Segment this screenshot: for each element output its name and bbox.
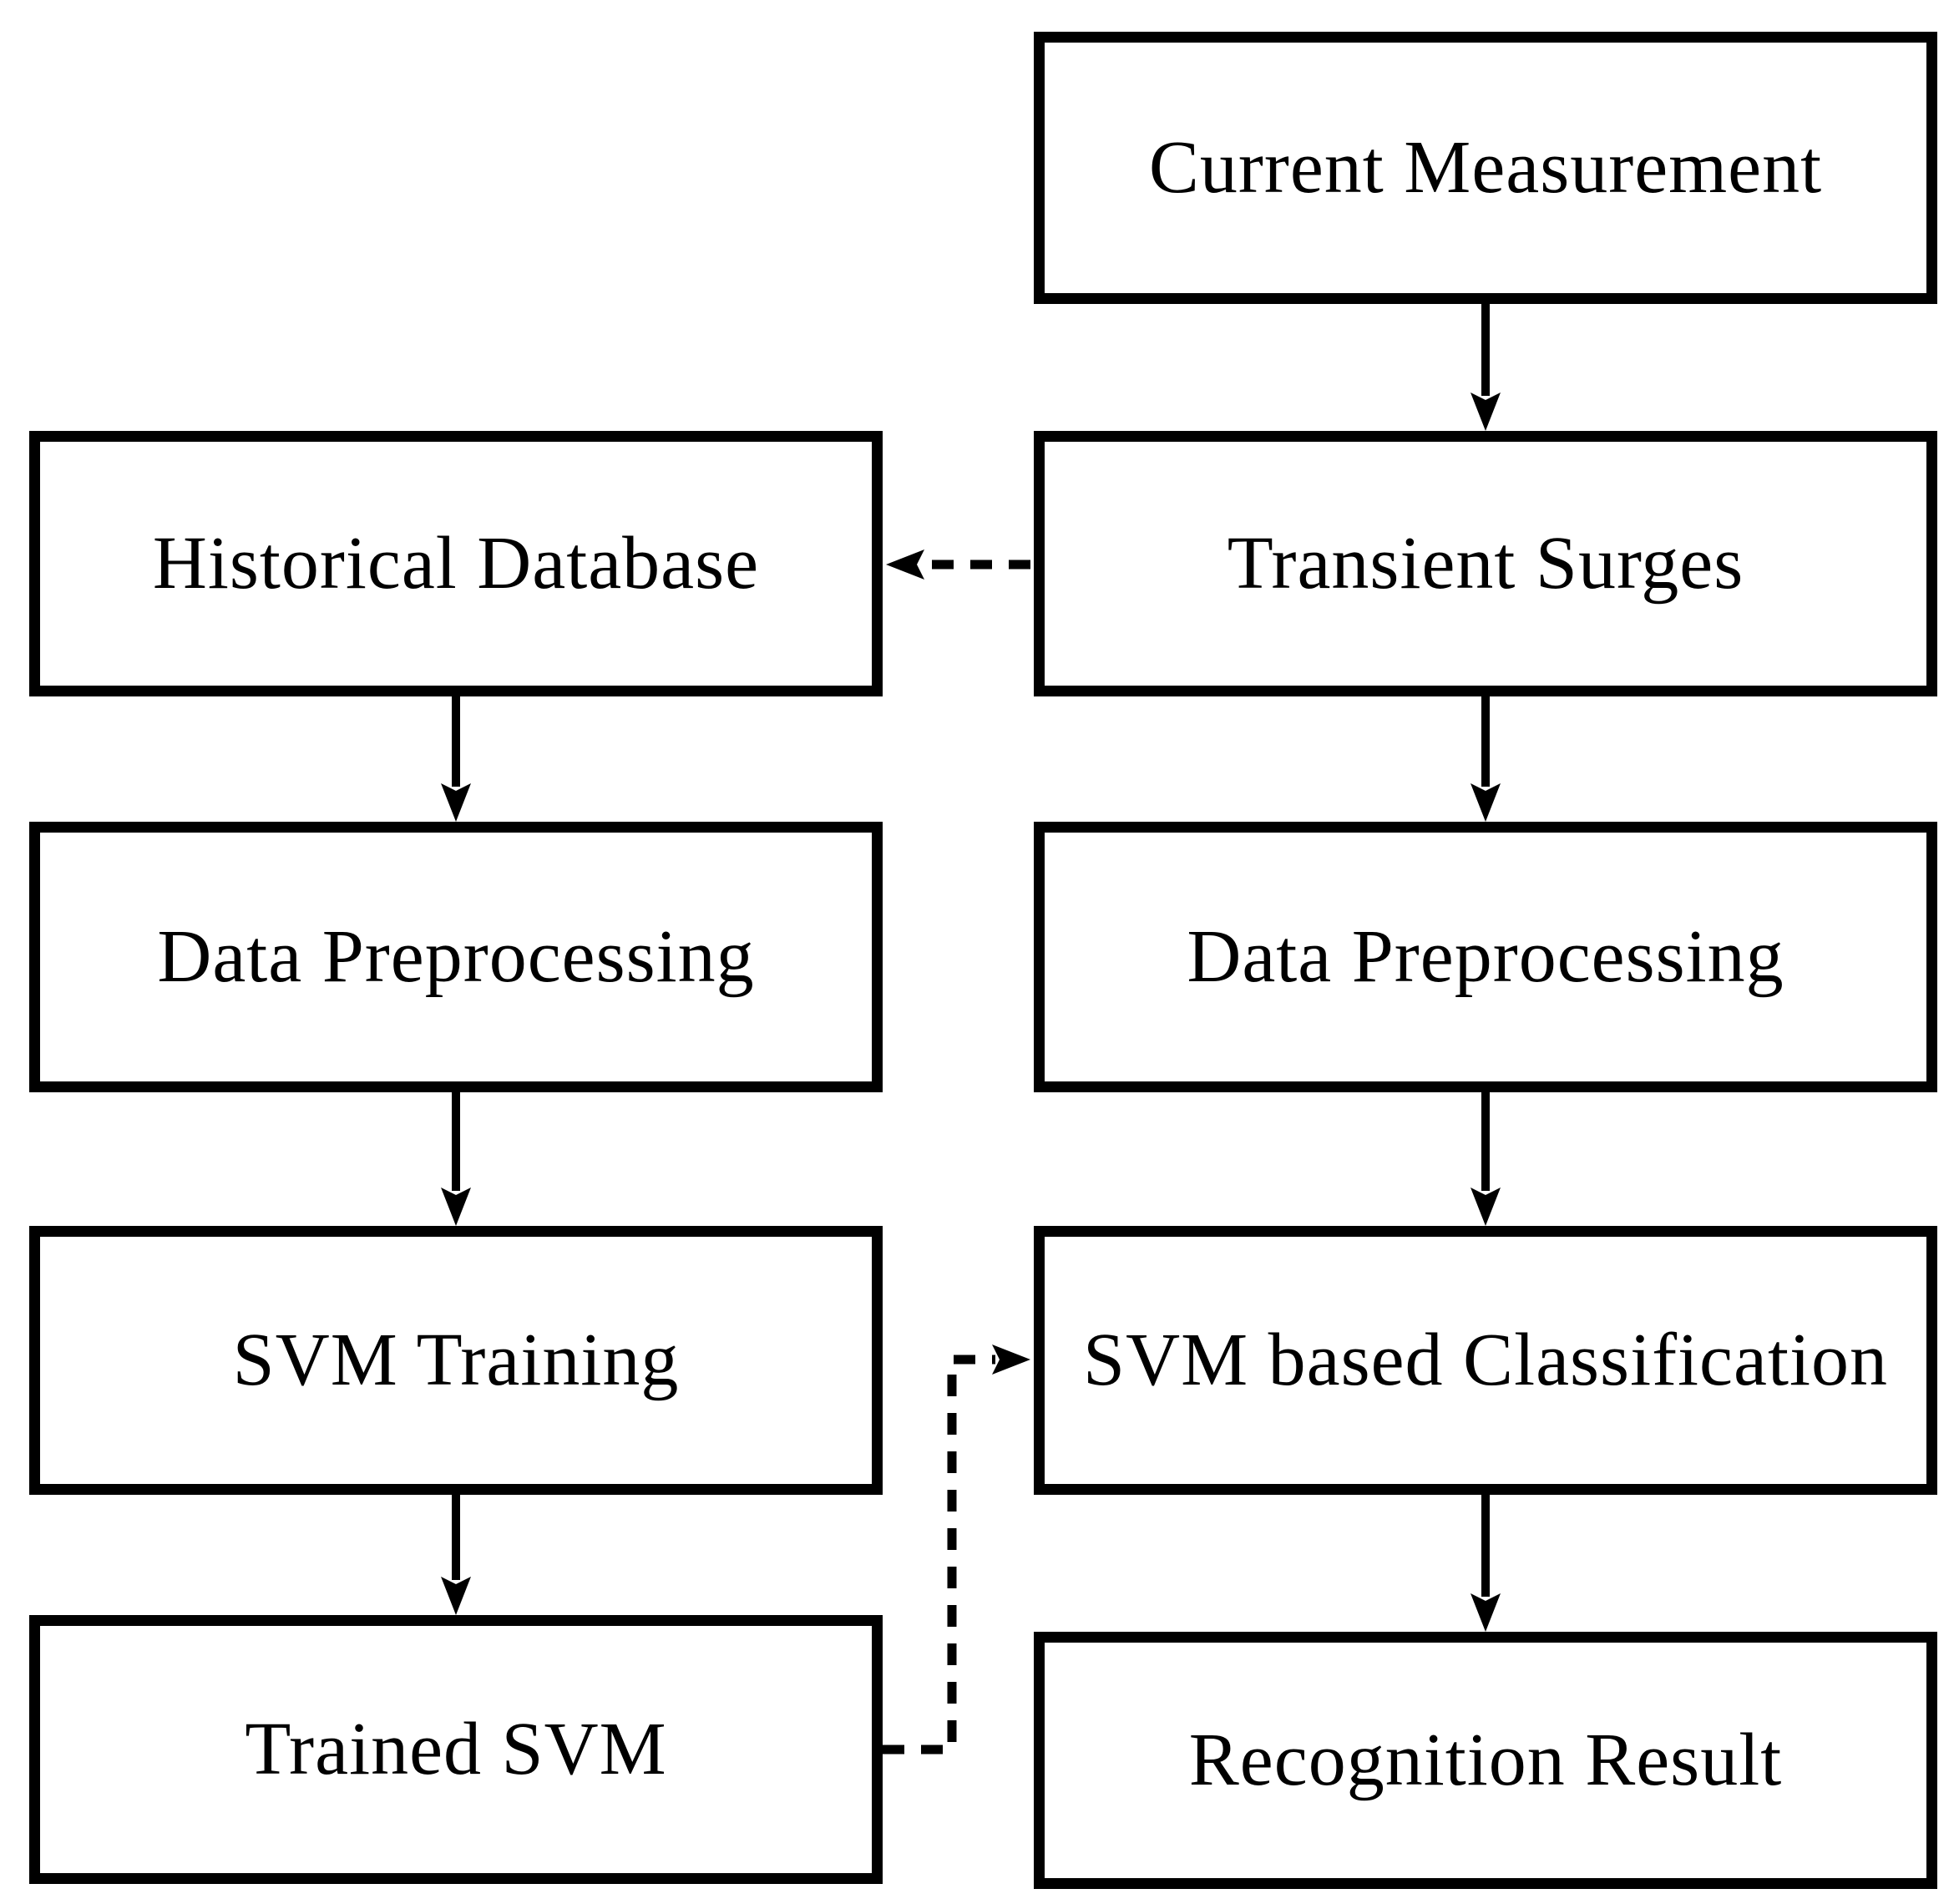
- node-label: SVM based Classification: [1083, 1319, 1888, 1401]
- dashed-arrow-trained-to-classify: [883, 1344, 1030, 1755]
- node-current-measurement: Current Measurement: [1034, 32, 1937, 304]
- node-trained-svm: Trained SVM: [29, 1615, 883, 1884]
- node-label: Data Preprocessing: [1187, 915, 1784, 998]
- node-label: Transient Surges: [1227, 522, 1744, 605]
- node-label: Data Preprocessing: [157, 915, 755, 998]
- node-recognition-result: Recognition Result: [1034, 1632, 1937, 1889]
- node-label: Historical Database: [152, 522, 760, 605]
- node-label: SVM Training: [232, 1319, 680, 1401]
- node-label: Current Measurement: [1148, 126, 1823, 209]
- node-data-preprocessing-test: Data Preprocessing: [1034, 822, 1937, 1092]
- node-label: Recognition Result: [1188, 1719, 1783, 1801]
- node-historical-database: Historical Database: [29, 431, 883, 696]
- node-svm-training: SVM Training: [29, 1226, 883, 1495]
- node-svm-based-classification: SVM based Classification: [1034, 1226, 1937, 1495]
- node-transient-surges: Transient Surges: [1034, 431, 1937, 696]
- node-data-preprocessing-train: Data Preprocessing: [29, 822, 883, 1092]
- node-label: Trained SVM: [245, 1708, 667, 1790]
